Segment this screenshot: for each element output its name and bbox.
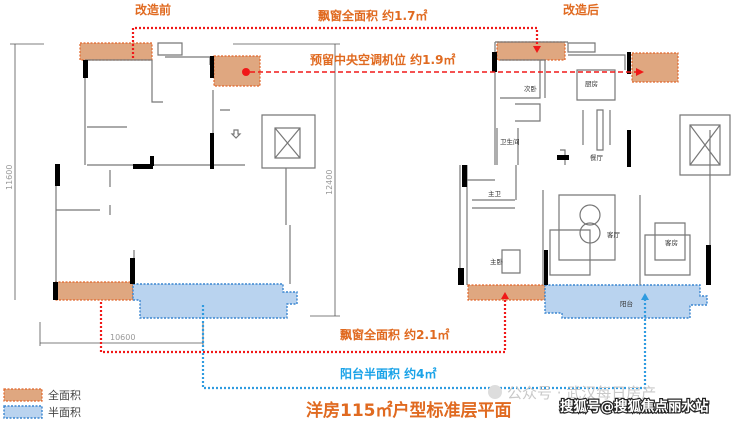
room-master-bath: 主卫 — [488, 189, 502, 198]
dimension-lines — [10, 43, 340, 346]
ac-marker-icon — [242, 68, 250, 76]
bay-window-bottom-label: 飘窗全面积 约2.1㎡ — [340, 327, 449, 342]
room-dining: 餐厅 — [590, 153, 604, 162]
room-balcony: 阳台 — [620, 299, 633, 308]
bay-window-area-bottom-before — [54, 281, 134, 301]
bay-window-area-top-after — [496, 41, 566, 61]
bay-window-bottom-connector — [99, 300, 507, 354]
page-title: 洋房115㎡户型标准层平面 — [306, 400, 512, 421]
balcony-connector — [201, 300, 647, 390]
watermark-wechat: 公众号 · 武汉每日房产 — [507, 384, 656, 402]
dim-width: 10600 — [110, 333, 135, 342]
room-bathroom: 卫生间 — [500, 137, 520, 146]
legend-label-full: 全面积 — [48, 388, 81, 402]
balcony-area-before — [132, 283, 298, 319]
bay-window-top-label: 飘窗全面积 约1.7㎡ — [318, 8, 427, 23]
room-living: 客厅 — [607, 230, 621, 239]
bay-window-area-top-before — [79, 42, 153, 61]
balcony-area-after — [544, 284, 708, 319]
room-master-bedroom: 主卧 — [490, 257, 504, 266]
legend-swatch-full — [3, 388, 43, 402]
wechat-icon — [488, 385, 502, 399]
ac-label: 预留中央空调机位 约1.9㎡ — [310, 52, 455, 67]
room-second-bedroom: 次卧 — [524, 84, 538, 93]
arrow-right-icon — [636, 68, 644, 76]
after-heading: 改造后 — [563, 2, 599, 17]
legend: 全面积 半面积 — [3, 388, 81, 419]
arrow-up-icon — [501, 292, 509, 299]
legend-label-half: 半面积 — [48, 405, 81, 419]
before-heading: 改造前 — [135, 2, 171, 17]
room-guest: 客房 — [665, 238, 678, 247]
bay-window-top-connector — [131, 26, 539, 58]
ac-area-after — [631, 52, 679, 83]
plan-after: 次卧 厨房 卫生间 餐厅 主卫 客厅 主卧 客房 阳台 — [458, 41, 731, 319]
arrow-up-blue-icon — [641, 293, 649, 300]
dim-right-height: 12400 — [325, 170, 334, 195]
plan-before — [53, 42, 316, 319]
arrow-down-icon — [533, 46, 541, 53]
legend-swatch-half — [3, 405, 43, 419]
room-kitchen: 厨房 — [585, 79, 598, 88]
watermark-sohu: 搜狐号@搜狐焦点丽水站 — [560, 398, 709, 415]
ac-area-before — [213, 55, 261, 87]
balcony-label: 阳台半面积 约4㎡ — [340, 366, 437, 381]
dim-left-height: 11600 — [5, 165, 14, 190]
